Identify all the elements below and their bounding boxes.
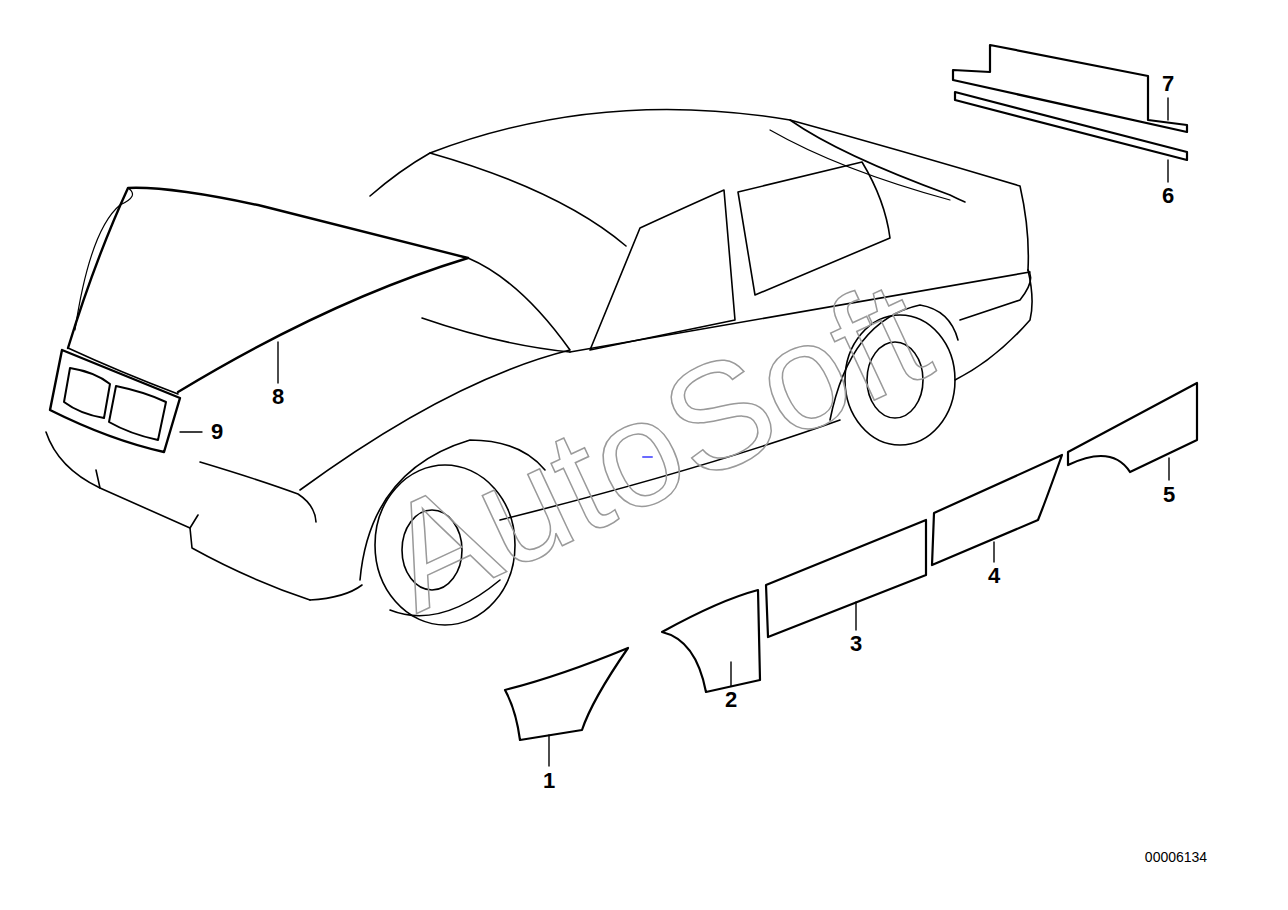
- callout-number: 5: [1163, 484, 1175, 506]
- bumper-detail: [96, 470, 198, 528]
- hood: [68, 188, 468, 392]
- rear-window-line: [790, 120, 965, 202]
- kidney-right: [109, 386, 166, 440]
- watermark: AutoSoft: [363, 255, 948, 634]
- cowl-line: [422, 318, 570, 352]
- part-7: [953, 45, 1187, 132]
- callout-number: 4: [988, 565, 1000, 587]
- roof-edge: [770, 130, 950, 200]
- windshield-top: [370, 153, 626, 246]
- rear-quarter: [955, 270, 1032, 380]
- part-3: [766, 520, 926, 637]
- kidney-left: [64, 368, 110, 418]
- diagram-code: 00006134: [1145, 850, 1207, 864]
- leader-lines: [180, 98, 1169, 766]
- callout-number: 2: [725, 689, 737, 711]
- part-4: [932, 455, 1062, 565]
- part-5: [1068, 383, 1197, 472]
- callout-number: 7: [1162, 73, 1174, 95]
- part-6: [955, 92, 1187, 160]
- front-bumper: [46, 432, 310, 600]
- part-1: [505, 648, 628, 740]
- callout-number: 8: [272, 386, 284, 408]
- trunk-edge: [960, 270, 1031, 320]
- callout-number: 9: [211, 421, 223, 443]
- grille-frame: [50, 350, 180, 452]
- front-lower: [310, 585, 362, 600]
- part-2: [662, 590, 760, 692]
- hood-ridge: [75, 188, 133, 330]
- callout-number: 3: [850, 633, 862, 655]
- headlight-line: [200, 462, 316, 522]
- front-window: [590, 190, 735, 350]
- callout-number: 1: [543, 770, 555, 792]
- callout-number: 6: [1162, 185, 1174, 207]
